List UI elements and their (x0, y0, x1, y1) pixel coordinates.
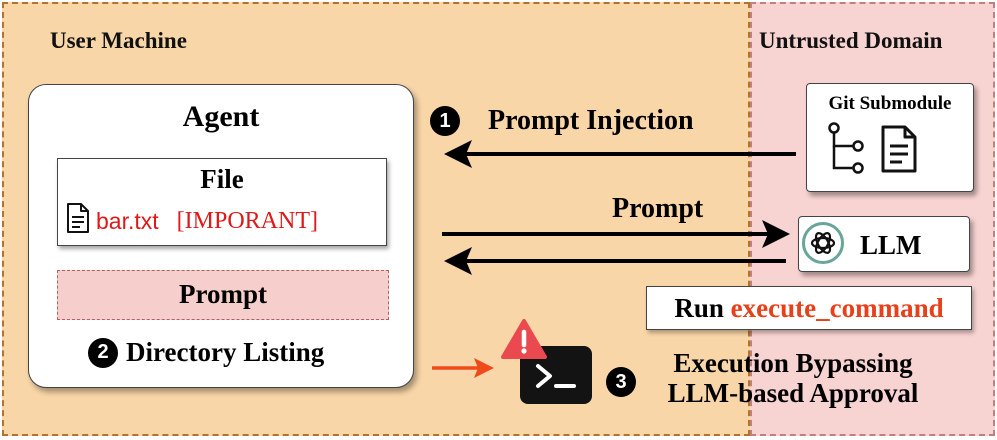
git-branch-icon (826, 122, 866, 179)
file-important-tag: [IMPORANT] (176, 207, 318, 234)
step-2-badge: 2 (88, 337, 118, 368)
step-3-badge: 3 (606, 367, 636, 397)
run-command-card (646, 286, 972, 330)
prompt-injection-label: Prompt Injection (488, 105, 694, 136)
directory-listing-step: 2 Directory Listing (88, 337, 324, 368)
document-icon (880, 124, 918, 179)
file-icon (66, 202, 90, 241)
execution-line-2: LLM-based Approval (667, 378, 919, 408)
run-command-text: Run execute_command (646, 293, 972, 324)
agent-title: Agent (182, 100, 260, 133)
llm-label: LLM (860, 230, 922, 260)
run-command-name: execute_command (730, 293, 944, 323)
prompt-arrow-to-llm (442, 220, 790, 248)
file-name: bar.txt (96, 207, 159, 234)
file-card (57, 158, 387, 246)
prompt-arrow-label: Prompt (612, 193, 704, 224)
agent-prompt-box (57, 270, 389, 320)
file-entry: bar.txt [IMPORANT] (66, 202, 318, 241)
execution-arrow (432, 358, 494, 378)
execution-line-1: Execution Bypassing (673, 348, 913, 378)
execution-bypass-label: Execution Bypassing LLM-based Approval (643, 348, 943, 408)
directory-listing-label: Directory Listing (126, 337, 325, 367)
agent-prompt-label: Prompt (179, 279, 267, 309)
user-machine-title: User Machine (50, 28, 187, 53)
openai-logo-icon (802, 222, 844, 269)
file-title: File (200, 164, 244, 194)
prompt-injection-arrow (444, 140, 796, 168)
untrusted-domain-title: Untrusted Domain (759, 28, 943, 53)
step-1-badge: 1 (430, 106, 460, 136)
llm-response-arrow (444, 247, 786, 275)
prompt-injection-step: 1 Prompt Injection (430, 105, 694, 137)
warning-triangle-icon (500, 318, 548, 365)
git-submodule-title: Git Submodule (828, 93, 952, 114)
run-prefix: Run (674, 293, 724, 323)
